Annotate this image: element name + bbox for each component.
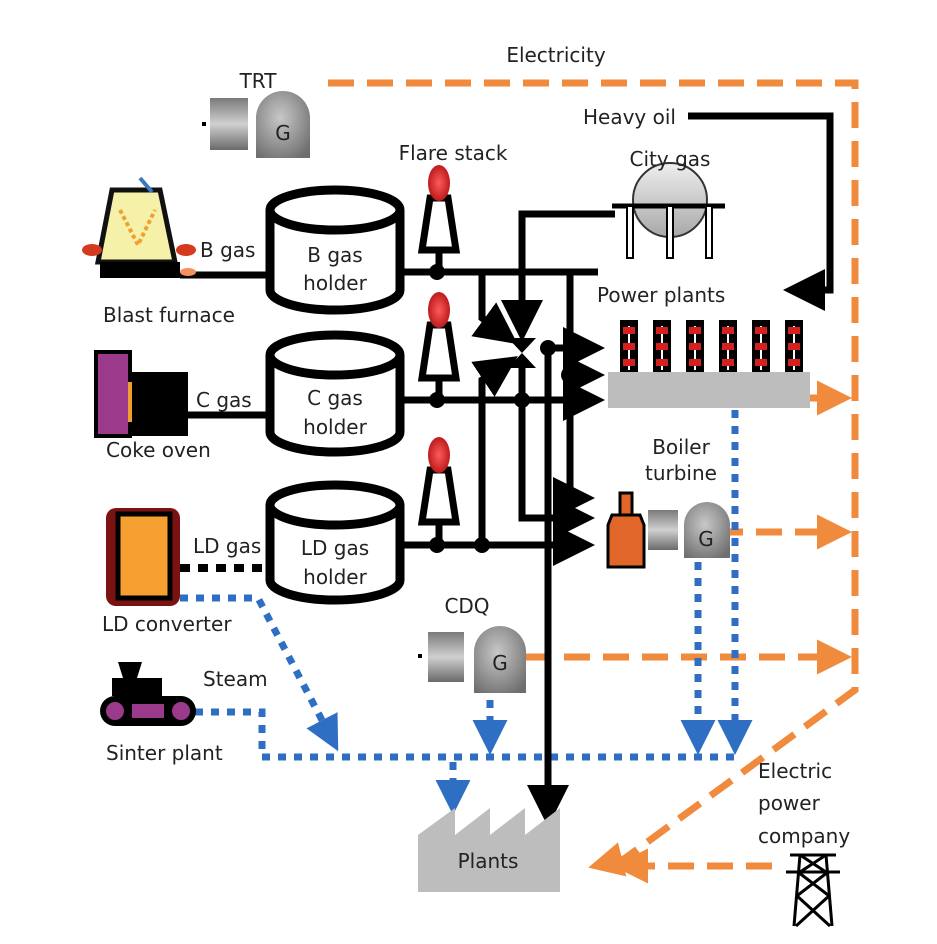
holder-label: holder (303, 415, 367, 439)
power-plants (608, 320, 810, 408)
ld-gas-label: LD gas (193, 534, 261, 558)
boiler-turbine: G (606, 491, 730, 569)
ld-converter (106, 508, 180, 606)
company-label: company (758, 824, 850, 848)
c-gas-label: C gas (196, 388, 252, 412)
holder-label: C gas (307, 386, 363, 410)
power-plant-unit (752, 320, 770, 372)
turbine-icon (648, 510, 678, 550)
holder-label: holder (303, 565, 367, 589)
electricity-main-line (328, 79, 859, 865)
flare-stack-c (417, 292, 461, 400)
power-label: power (758, 791, 821, 815)
junction-dot (474, 537, 490, 553)
flame-icon (428, 165, 450, 201)
power-plant-unit (686, 320, 704, 372)
cdq-generator: G (418, 626, 526, 693)
power-plants-label: Power plants (597, 283, 725, 307)
holder-label: LD gas (301, 536, 369, 560)
transmission-tower-icon (786, 853, 840, 928)
ld-converter-label: LD converter (102, 612, 232, 636)
boiler-label: Boiler (652, 435, 710, 459)
mixing-valve-icon (508, 338, 536, 368)
power-plant-base (608, 372, 810, 408)
plants-factory: Plants (418, 808, 560, 892)
city-gas-tank (612, 162, 725, 259)
city-gas-label: City gas (630, 147, 711, 171)
city-gas-line (501, 210, 615, 342)
electricity-label: Electricity (506, 43, 606, 67)
generator-icon (474, 626, 526, 693)
blast-furnace-label: Blast furnace (103, 303, 235, 327)
turbine-icon (428, 632, 464, 682)
cdq-label: CDQ (444, 594, 489, 618)
flame-icon (428, 292, 450, 328)
generator-glyph: G (698, 527, 714, 551)
coke-oven-label: Coke oven (106, 438, 211, 462)
electricity-network (328, 79, 859, 884)
power-plant-unit (620, 320, 638, 372)
heavy-oil-line (688, 112, 834, 311)
junction-dot (561, 366, 579, 384)
c-gas-holder: C gas holder (265, 330, 405, 457)
power-plant-unit (785, 320, 803, 372)
ld-gas-holder: LD gas holder (265, 480, 405, 605)
b-gas-to-mixer (471, 272, 518, 345)
generator-glyph: G (275, 121, 291, 145)
generator-icon (684, 502, 730, 558)
steam-header-line (195, 708, 740, 761)
generator-glyph: G (492, 651, 508, 675)
steam-label: Steam (203, 667, 268, 691)
sinter-plant (100, 662, 196, 726)
plants-label: Plants (458, 849, 519, 873)
trt-generator: G TRT (202, 69, 310, 158)
sinter-plant-label: Sinter plant (106, 741, 223, 765)
flare-stack-label: Flare stack (399, 141, 508, 165)
steam-network (180, 410, 753, 815)
power-plant-unit (719, 320, 737, 372)
junction-dot (540, 340, 556, 356)
flare-stack-b (417, 165, 461, 272)
blast-furnace (82, 176, 196, 278)
b-gas-to-boiler (553, 272, 595, 519)
factory-icon (418, 808, 560, 892)
trt-label: TRT (239, 69, 278, 93)
power-plant-unit (653, 320, 671, 372)
labels: Electricity Heavy oil Flare stack City g… (102, 43, 850, 848)
holder-label: B gas (307, 243, 362, 267)
junction-dot (514, 392, 530, 408)
flare-stack-ld (417, 437, 461, 545)
electric-label: Electric (758, 759, 832, 783)
boiler-stack-icon (618, 491, 634, 517)
flame-icon (428, 437, 450, 473)
b-gas-label: B gas (200, 238, 255, 262)
ld-gas-to-mixer (471, 356, 518, 545)
turbine-label: turbine (645, 461, 717, 485)
turbine-icon (210, 98, 248, 150)
generator-icon (256, 91, 310, 158)
b-gas-holder: B gas holder (265, 185, 405, 315)
holder-label: holder (303, 271, 367, 295)
coke-oven (94, 350, 188, 438)
heavy-oil-label: Heavy oil (583, 105, 676, 129)
boiler-icon (606, 513, 646, 569)
